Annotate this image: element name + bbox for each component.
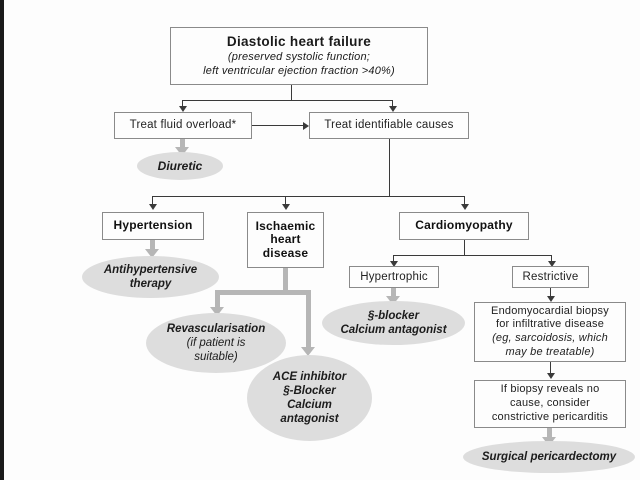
arrowhead-hypertension-to-therapy (145, 249, 159, 258)
connector-ischaemic-to-ace (306, 290, 311, 348)
treat-fluid-overload-label: Treat fluid overload* (129, 119, 237, 132)
arrowhead-ischaemic-to-revasc (210, 307, 224, 316)
arrowhead-cardio-to-restrictive (548, 261, 556, 267)
node-no-cause-constrictive-pericarditis: If biopsy reveals no cause, consider con… (474, 380, 626, 428)
connector-nocause-to-pericardectomy (547, 428, 552, 438)
pericardectomy-label: Surgical pericardectomy (481, 450, 617, 463)
arrowhead-bar-to-cardiomyopathy (461, 204, 469, 210)
ace-label-line4: antagonist (280, 413, 339, 426)
arrowhead-root-to-fluid (179, 106, 187, 112)
connector-root-stem (291, 85, 292, 101)
arrowhead-hypertrophic-to-betablocker (386, 296, 400, 305)
connector-fluid-to-diuretic (180, 139, 185, 148)
connector-biopsy-to-nocause (550, 362, 551, 374)
ellipse-beta-blocker-calcium-antagonist: §-blocker Calcium antagonist (322, 301, 465, 345)
connector-ischaemic-split-bar (215, 290, 311, 295)
arrowhead-cardio-to-hypertrophic (390, 261, 398, 267)
nocause-label-line3: constrictive pericarditis (491, 410, 609, 423)
arrowhead-bar-to-hypertension (149, 204, 157, 210)
connector-fluid-to-causes (252, 125, 303, 126)
node-restrictive: Restrictive (512, 266, 589, 288)
restrictive-label: Restrictive (522, 270, 579, 283)
connector-root-to-fluid (182, 100, 183, 107)
connector-causes-distributor-bar (152, 196, 464, 197)
node-treat-fluid-overload: Treat fluid overload* (114, 112, 252, 139)
connector-cardiomyopathy-split-bar (393, 255, 551, 256)
connector-bar-to-hypertension (152, 196, 153, 205)
root-subtitle-line2: left ventricular ejection fraction >40%) (203, 64, 395, 77)
ischaemic-label-line3: disease (262, 245, 309, 260)
connector-cardio-to-restrictive (551, 255, 552, 262)
connector-bar-to-ischaemic (285, 196, 286, 205)
arrowhead-restrictive-to-biopsy (547, 296, 555, 302)
node-treat-identifiable-causes: Treat identifiable causes (309, 112, 469, 139)
arrowhead-root-to-causes (389, 106, 397, 112)
root-subtitle-line1: (preserved systolic function; (227, 51, 371, 64)
ellipse-antihypertensive-therapy: Antihypertensive therapy (82, 256, 219, 298)
node-endomyocardial-biopsy: Endomyocardial biopsy for infiltrative d… (474, 302, 626, 362)
revascularisation-label-line3: suitable) (194, 351, 238, 363)
connector-root-to-causes (392, 100, 393, 107)
connector-cardiomyopathy-stem (464, 240, 465, 256)
hypertension-label: Hypertension (113, 218, 193, 233)
ischaemic-label-line1: Ischaemic (255, 218, 316, 233)
connector-cardio-to-hypertrophic (393, 255, 394, 262)
ischaemic-label-line2: heart (270, 232, 301, 247)
ellipse-ace-inhibitor: ACE inhibitor §-Blocker Calcium antagoni… (247, 355, 372, 441)
revascularisation-label-line1: Revascularisation (166, 322, 266, 335)
node-hypertrophic: Hypertrophic (349, 266, 439, 288)
ellipse-diuretic: Diuretic (137, 152, 223, 180)
connector-ischaemic-stem (283, 268, 288, 292)
ellipse-revascularisation: Revascularisation (if patient is suitabl… (146, 313, 286, 373)
arrowhead-fluid-to-diuretic (175, 147, 189, 156)
connector-bar-to-cardiomyopathy (464, 196, 465, 205)
connector-hypertrophic-to-betablocker (391, 288, 396, 297)
ace-label-line1: ACE inhibitor (272, 370, 347, 383)
connector-root-split-bar (182, 100, 392, 101)
connector-hypertension-to-therapy (150, 240, 155, 250)
treat-identifiable-causes-label: Treat identifiable causes (324, 119, 454, 132)
betablocker-label-line1: §-blocker (367, 309, 420, 322)
arrowhead-fluid-to-causes (303, 122, 309, 130)
ace-label-line3: Calcium (287, 399, 332, 411)
connector-ischaemic-to-revasc (215, 290, 220, 308)
biopsy-label-line2: for infiltrative disease (495, 318, 605, 331)
node-hypertension: Hypertension (102, 212, 204, 240)
node-cardiomyopathy: Cardiomyopathy (399, 212, 529, 240)
arrowhead-bar-to-ischaemic (282, 204, 290, 210)
root-title: Diastolic heart failure (226, 34, 372, 50)
betablocker-label-line2: Calcium antagonist (340, 324, 447, 336)
ellipse-surgical-pericardectomy: Surgical pericardectomy (463, 441, 635, 473)
arrowhead-ischaemic-to-ace (301, 347, 315, 356)
nocause-label-line1: If biopsy reveals no (500, 383, 600, 396)
cardiomyopathy-label: Cardiomyopathy (415, 218, 513, 233)
connector-restrictive-to-biopsy (550, 288, 551, 297)
biopsy-label-line3: (eg, sarcoidosis, which (492, 332, 608, 344)
hypertrophic-label: Hypertrophic (360, 270, 428, 283)
node-ischaemic-heart-disease: Ischaemic heart disease (247, 212, 324, 268)
biopsy-label-line1: Endomyocardial biopsy (491, 304, 609, 317)
biopsy-label-line4: may be treatable) (505, 345, 595, 358)
ace-label-line2: §-Blocker (283, 384, 336, 397)
antihypertensive-label-line1: Antihypertensive (103, 263, 198, 276)
revascularisation-label-line2: (if patient is (186, 336, 246, 349)
antihypertensive-label-line2: therapy (129, 278, 172, 290)
connector-causes-stem (389, 139, 390, 196)
node-diastolic-heart-failure: Diastolic heart failure (preserved systo… (170, 27, 428, 85)
arrowhead-biopsy-to-nocause (547, 373, 555, 379)
diuretic-label: Diuretic (157, 158, 203, 173)
nocause-label-line2: cause, consider (509, 397, 591, 410)
